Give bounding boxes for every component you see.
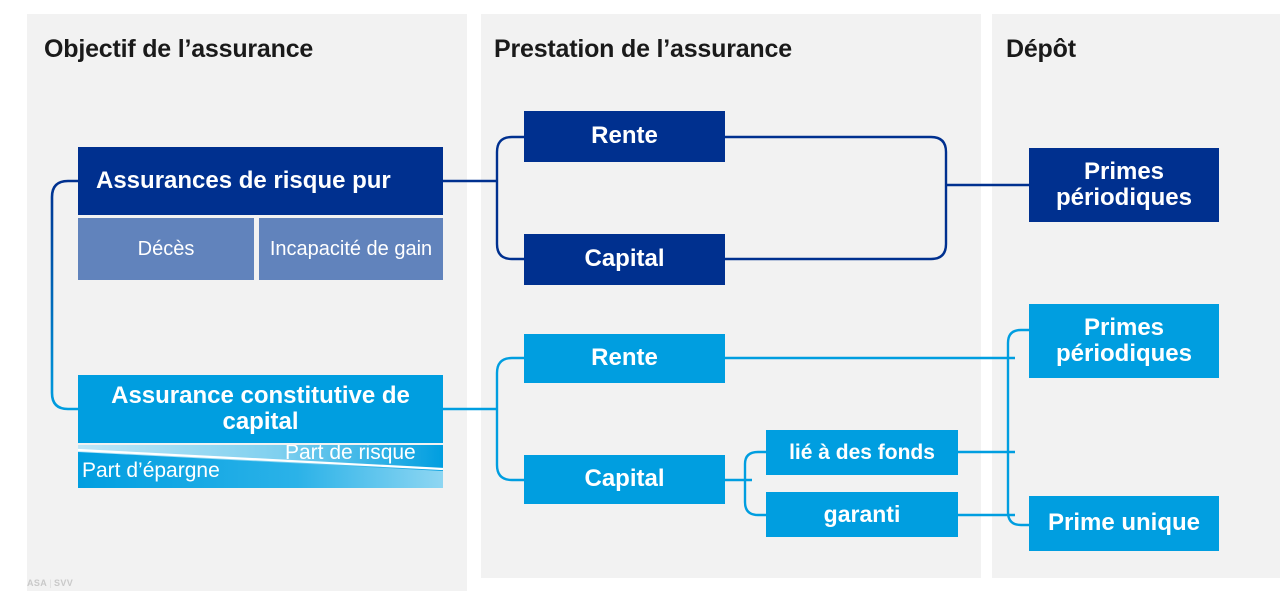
label-part-de-risque: Part de risque bbox=[285, 445, 416, 464]
box-assurances-de-risque-pur[interactable]: Assurances de risque pur bbox=[78, 147, 443, 215]
box-rente-risque-pur[interactable]: Rente bbox=[524, 111, 725, 162]
logo-text-asa: ASA bbox=[27, 578, 48, 588]
box-lie-a-des-fonds[interactable]: lié à des fonds bbox=[766, 430, 958, 475]
panel-title-depot: Dépôt bbox=[1006, 35, 1076, 63]
box-prime-unique[interactable]: Prime unique bbox=[1029, 496, 1219, 551]
logo-separator: | bbox=[49, 578, 52, 588]
label-part-depargne: Part d’épargne bbox=[82, 459, 220, 482]
box-primes-periodiques-risque-pur[interactable]: Primes périodiques bbox=[1029, 148, 1219, 222]
panel-title-prestation: Prestation de l’assurance bbox=[494, 35, 792, 63]
box-incapacite-de-gain[interactable]: Incapacité de gain bbox=[259, 218, 443, 280]
panel-title-objectif: Objectif de l’assurance bbox=[44, 35, 314, 63]
box-assurance-constitutive-de-capital[interactable]: Assurance constitutive de capital bbox=[78, 375, 443, 443]
box-capital-constitutive[interactable]: Capital bbox=[524, 455, 725, 504]
split-epargne-risque: Part d’épargne Part de risque bbox=[78, 445, 443, 488]
asa-svv-logo: ASA|SVV bbox=[27, 578, 73, 588]
panel-depot bbox=[992, 14, 1280, 578]
box-garanti[interactable]: garanti bbox=[766, 492, 958, 537]
box-rente-constitutive[interactable]: Rente bbox=[524, 334, 725, 383]
logo-text-svv: SVV bbox=[53, 578, 74, 588]
box-capital-risque-pur[interactable]: Capital bbox=[524, 234, 725, 285]
box-primes-periodiques-constitutive[interactable]: Primes périodiques bbox=[1029, 304, 1219, 378]
box-deces[interactable]: Décès bbox=[78, 218, 254, 280]
panel-objectif bbox=[27, 14, 467, 591]
